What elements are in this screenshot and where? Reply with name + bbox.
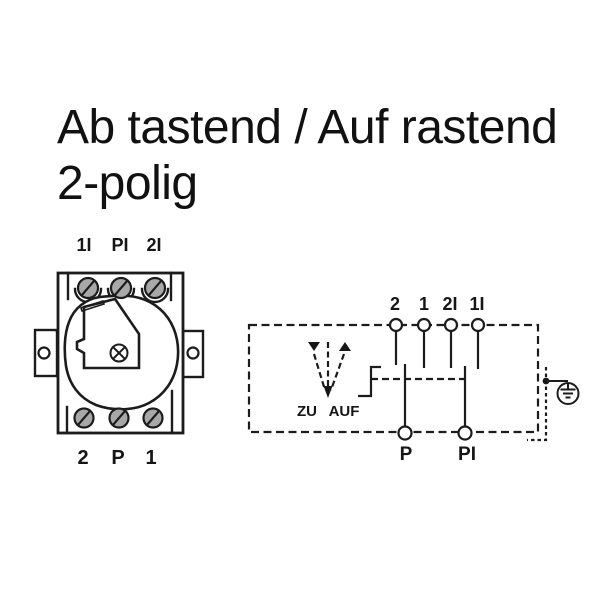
terminal-node-2I xyxy=(443,317,459,333)
front-label-PI: PI xyxy=(111,235,128,255)
terminal-node-1 xyxy=(416,317,432,333)
front-label-1: 1 xyxy=(145,447,156,469)
front-label-2I: 2I xyxy=(146,235,161,255)
up-arrow-icon xyxy=(339,342,351,351)
schematic-label-2I: 2I xyxy=(442,294,457,314)
title-line-2: 2-polig xyxy=(57,157,198,210)
earth-ground-icon xyxy=(542,377,580,405)
terminal-node-2 xyxy=(388,317,404,333)
title-line-1: Ab tastend / Auf rastend xyxy=(57,101,558,154)
schematic-label-P: P xyxy=(400,444,413,465)
switch-front-view: 1I PI 2I xyxy=(33,235,205,469)
front-label-P: P xyxy=(111,447,124,469)
terminal-node-1I xyxy=(470,317,486,333)
terminal-screws-bottom xyxy=(73,407,164,429)
cam-slot xyxy=(79,299,106,313)
arrowhead-icon xyxy=(323,386,333,398)
terminal-node-PI xyxy=(457,425,473,441)
schematic-label-1I: 1I xyxy=(469,294,484,314)
front-label-2: 2 xyxy=(77,447,88,469)
label-auf: AUF xyxy=(329,403,360,420)
actuation-arrows xyxy=(308,342,351,398)
contact-step-symbol xyxy=(358,365,381,398)
center-screw xyxy=(109,343,129,363)
label-zu: ZU xyxy=(297,403,317,420)
terminal-screws-top xyxy=(76,276,167,300)
earth-conductor-line xyxy=(527,367,548,442)
terminal-node-P xyxy=(397,425,413,441)
front-label-1I: 1I xyxy=(76,235,91,255)
schematic-label-2: 2 xyxy=(390,294,400,314)
screw-seat-arc xyxy=(140,287,170,304)
schematic-label-PI: PI xyxy=(458,444,476,465)
down-arrow-icon xyxy=(308,342,320,351)
diagram-title: Ab tastend / Auf rastend 2-polig xyxy=(57,100,558,212)
schematic-label-1: 1 xyxy=(419,294,429,314)
wiring-schematic: 2 1 2I 1I P PI xyxy=(247,294,580,465)
